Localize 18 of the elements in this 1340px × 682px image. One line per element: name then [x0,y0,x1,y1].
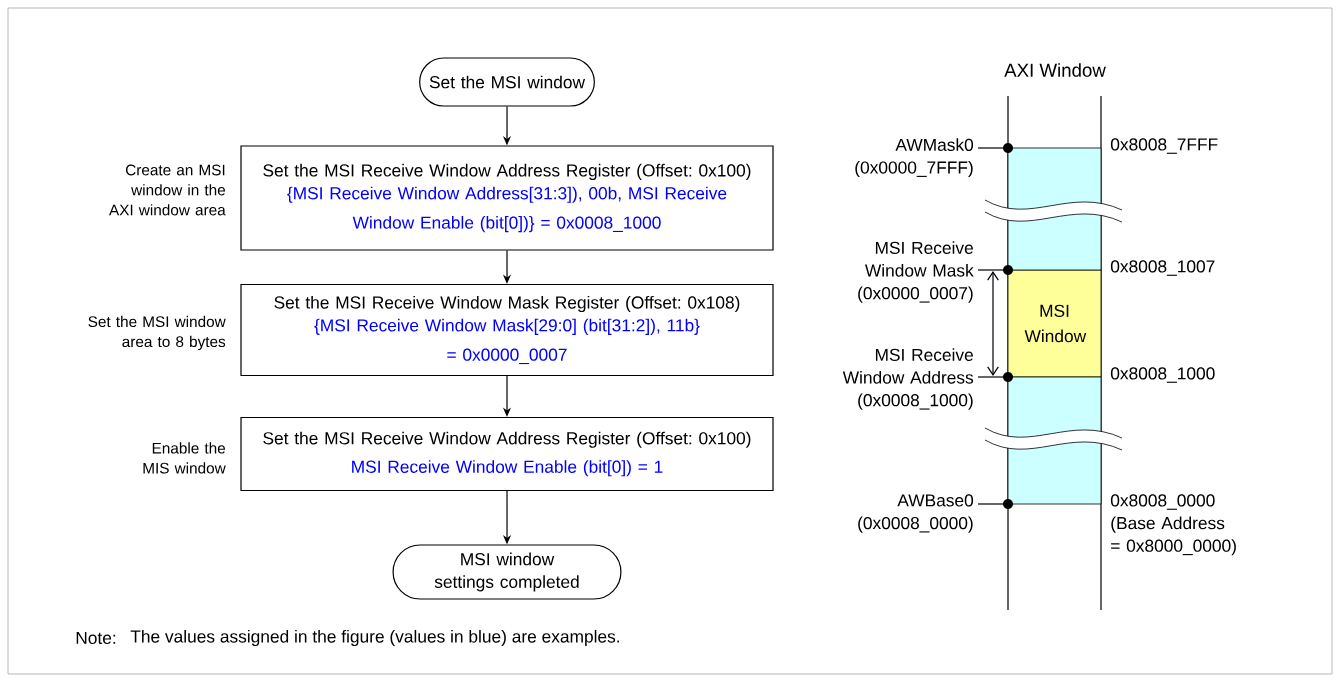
address-label: 0x8008_1000 [1110,367,1215,383]
address-label: MSI Receive Window Address (0x0008_1000) [842,348,974,410]
address-label: 0x8008_7FFF [1110,138,1218,154]
side-note: Create an MSI window in the AXI window area [109,164,226,216]
msi-window-region: MSI Window [1007,269,1102,378]
process-box: Set the MSI Receive Window Mask Register (Offset: 0x108) {MSI Receive Window Mask[29:0] (bit[31:2]), 11b} = 0x0000_0007 [240,283,774,377]
address-label: MSI Receive Window Mask (0x0000_0007) [858,241,974,303]
process-box: Set the MSI Receive Window Address Register (Offset: 0x100) MSI Receive Window Enable (bit[0]) = 1 [240,416,774,492]
side-note: Enable the MIS window [143,442,226,474]
note-label: Note: [76,631,116,645]
process-box: Set the MSI Receive Window Address Register (Offset: 0x100) {MSI Receive Window Address[31:3]), 00b, MSI Receive Window Enable (bit[0])} = 0x0008_1000 [240,145,774,251]
address-label: AWMask0 (0x0000_7FFF) [855,138,974,178]
address-label: AWBase0 (0x0008_0000) [858,494,974,533]
note-text: The values assigned in the figure (values in blue) are examples. [130,629,619,647]
column-title: AXI Window [1004,63,1106,77]
side-note: Set the MSI window area to 8 bytes [88,315,226,351]
address-label: 0x8008_1007 [1110,260,1215,276]
address-label: 0x8008_0000 (Base Address = 0x8000_0000) [1110,494,1236,556]
